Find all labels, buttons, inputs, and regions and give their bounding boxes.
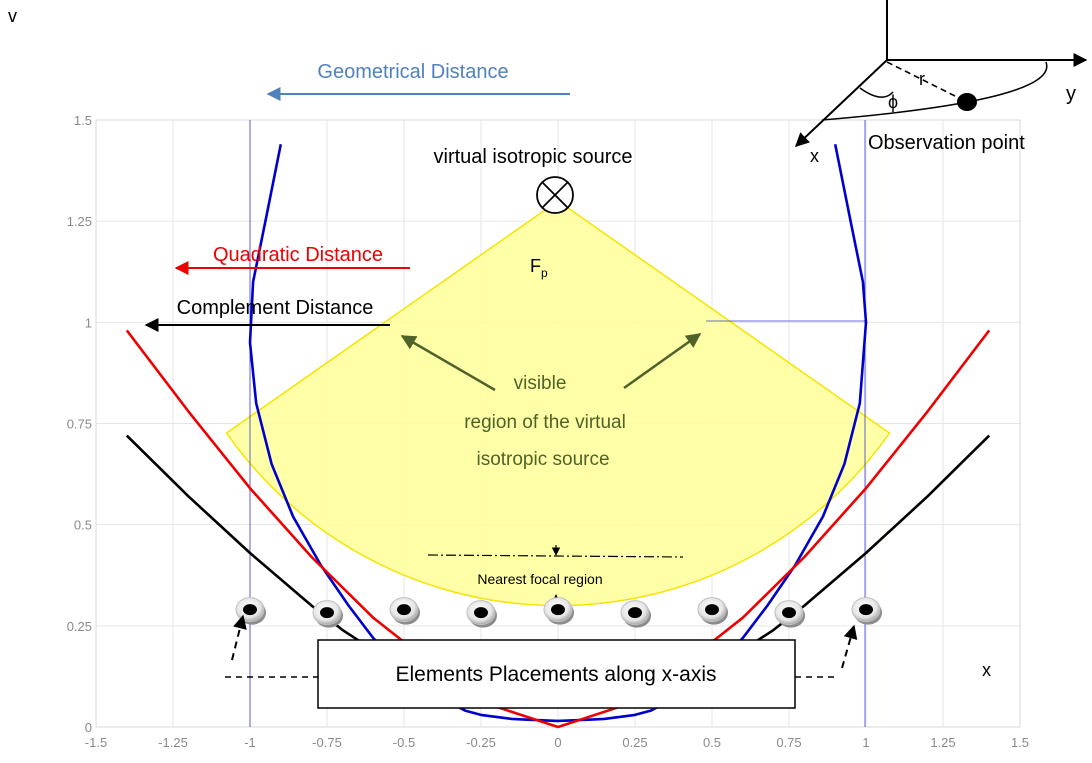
complement-distance-curve — [125, 434, 991, 652]
y-tick-label: 1 — [85, 315, 92, 330]
x-tick-label: -0.25 — [466, 735, 496, 750]
inset-r-label: r — [919, 69, 925, 89]
array-element — [389, 597, 420, 625]
x-tick-label: 1.5 — [1011, 735, 1029, 750]
inset-observation-point-dot — [957, 93, 977, 111]
distance-curves — [125, 144, 991, 729]
observation-point-label: Observation point — [868, 132, 1025, 154]
x-tick-label: 0.5 — [703, 735, 721, 750]
visible-region-arrow-right — [623, 332, 702, 390]
x-tick-label: -1.5 — [85, 735, 107, 750]
virtual-source-symbol — [536, 176, 574, 214]
visible-region-line1: visible — [514, 373, 567, 394]
visible-region-arrow-left — [400, 334, 496, 392]
virtual-source-label: virtual isotropic source — [434, 146, 633, 168]
y-tick-label: 1.5 — [74, 113, 92, 128]
x-tick-label: 0 — [554, 735, 561, 750]
nearest-focal-dashdot — [427, 554, 684, 558]
placements-arrow-right — [841, 624, 858, 669]
inset-phi-arc — [859, 87, 894, 98]
y-tick-label: 0.25 — [67, 619, 92, 634]
x-tick-label: -1.25 — [158, 735, 188, 750]
x-tick-label: -0.75 — [312, 735, 342, 750]
elements-placements-label: Elements Placements along x-axis — [396, 663, 717, 686]
geometrical-distance-curve — [248, 144, 868, 723]
visible-region-line2: region of the virtual — [464, 412, 626, 433]
y-tick-label: 0.75 — [67, 417, 92, 432]
array-element — [851, 597, 882, 625]
quadratic-distance-curve — [125, 329, 991, 729]
quadratic-distance-label: Quadratic Distance — [213, 244, 383, 266]
inset-phi-label: ϕ — [888, 92, 898, 112]
x-tick-label: 0.75 — [776, 735, 801, 750]
inset-x-axis — [794, 59, 888, 147]
placements-arrow-left — [231, 614, 247, 661]
array-element — [697, 597, 728, 625]
y-tick-label: 0.5 — [74, 518, 92, 533]
coordinate-inset: r ϕ x y Observation point — [794, 0, 1088, 166]
array-element — [312, 600, 343, 628]
inset-arc — [821, 61, 1048, 121]
array-element — [466, 600, 497, 628]
x-axis-letter: x — [982, 660, 991, 680]
array-element — [774, 600, 805, 628]
geometrical-distance-label: Geometrical Distance — [317, 61, 508, 83]
v-axis-letter: v — [8, 6, 17, 26]
array-elements — [235, 597, 882, 628]
nearest-focal-region-label: Nearest focal region — [477, 571, 602, 587]
y-tick-label: 1.25 — [67, 214, 92, 229]
inset-y-label: y — [1066, 83, 1076, 105]
inset-r-line — [886, 61, 964, 101]
tick-labels: -1.5 -1.25 -1 -0.75 -0.5 -0.25 0 0.25 0.5 0.75 1 1.… — [67, 113, 1029, 750]
x-tick-label: -1 — [244, 735, 256, 750]
array-element — [543, 597, 574, 625]
array-element — [620, 600, 651, 628]
visible-region-line3: isotropic source — [476, 449, 609, 470]
x-tick-label: 0.25 — [622, 735, 647, 750]
inset-x-label: x — [810, 146, 819, 166]
elements-placements-box — [317, 639, 796, 709]
x-tick-label: 1 — [862, 735, 869, 750]
array-element — [235, 597, 266, 625]
complement-distance-label: Complement Distance — [177, 297, 374, 319]
reference-lines — [249, 120, 866, 727]
x-tick-label: -0.5 — [393, 735, 415, 750]
x-tick-label: 1.25 — [930, 735, 955, 750]
y-tick-label: 0 — [85, 720, 92, 735]
focal-point-label: Fp — [530, 256, 548, 280]
